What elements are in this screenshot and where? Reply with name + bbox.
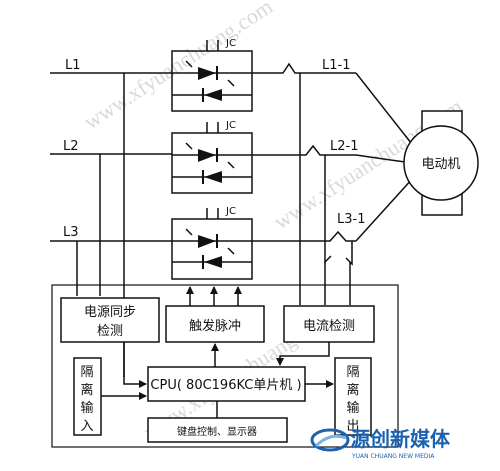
motor-lead-3 (355, 177, 414, 242)
sync-detect-block (60, 297, 160, 343)
brand-name: 源创新媒体 (350, 427, 451, 451)
isolated-output-char: 隔 (346, 365, 359, 380)
isolated-input-char: 入 (80, 419, 93, 434)
line-label-l2-out: L2-1 (330, 139, 358, 154)
keyboard-display-block (147, 417, 288, 443)
scr-reverse-icon (204, 256, 222, 268)
line-label-l3-out: L3-1 (337, 212, 365, 227)
watermark-text: www.xfyuanchuang.com (79, 0, 277, 134)
controller-enclosure (51, 284, 399, 448)
current-detect-block (283, 305, 375, 343)
sync-to-cpu (123, 342, 147, 388)
scr-forward-icon (198, 149, 216, 162)
keyboard-display-label: 键盘控制、显示器 (177, 425, 257, 438)
sync-detect-label-1: 电源同步 (84, 305, 136, 320)
motor: 电动机 (403, 110, 479, 216)
thyristor-module-2: JC (171, 120, 253, 194)
line-label-l1-out: L1-1 (322, 58, 350, 73)
isolated-input-char: 离 (80, 382, 93, 398)
isolated-output-block (334, 357, 372, 436)
brand-swoosh-icon (310, 428, 350, 452)
phase-line-l1-out (252, 62, 356, 74)
cpu-label: CPU( 80C196KC单片机 ) (150, 378, 301, 393)
motor-lead-1 (355, 72, 416, 149)
trigger-pulse-label: 触发脉冲 (189, 318, 241, 334)
thyristor-label: JC (225, 38, 236, 49)
current-tap-2 (324, 155, 332, 264)
motor-icon (403, 125, 479, 201)
current-to-cpu (276, 342, 330, 366)
thyristor-label: JC (225, 206, 236, 217)
line-label-l3: L3 (63, 225, 79, 240)
scr-forward-icon (198, 67, 216, 80)
isolated-output-char: 输 (346, 400, 359, 416)
thyristor-module-1: JC (171, 38, 253, 112)
brand-logo: 源创新媒体 YUAN CHUANG NEW MEDIA (310, 427, 451, 460)
motor-label: 电动机 (421, 157, 460, 172)
sync-detect-label-2: 检测 (97, 324, 123, 339)
current-detect-label: 电流检测 (303, 319, 355, 334)
scr-reverse-icon (204, 171, 222, 183)
thyristor-module-3: JC (171, 206, 253, 280)
isolated-input-char: 隔 (80, 365, 93, 380)
brand-subtitle: YUAN CHUANG NEW MEDIA (351, 453, 435, 460)
scr-reverse-icon (204, 89, 222, 101)
phase-line-l2-out (252, 144, 356, 156)
scr-forward-icon (198, 235, 216, 248)
isolated-output-char: 离 (346, 382, 359, 398)
line-label-l2: L2 (63, 139, 79, 154)
trigger-pulse-block (165, 305, 265, 343)
motor-lead-2 (355, 154, 406, 163)
line-label-l1: L1 (65, 58, 81, 73)
isolated-input-char: 输 (80, 400, 93, 416)
thyristor-label: JC (225, 120, 236, 131)
isolated-output-char: 出 (346, 419, 359, 434)
current-tap-3 (345, 241, 353, 266)
phase-line-l3-out (252, 230, 356, 242)
